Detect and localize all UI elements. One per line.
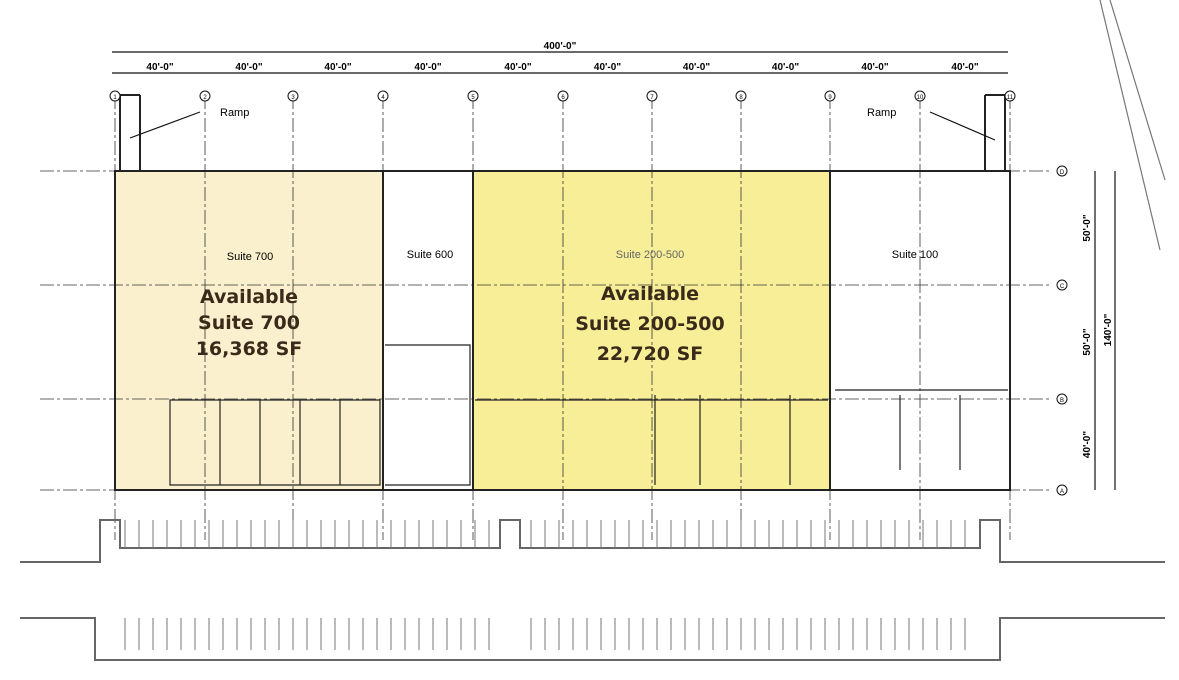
column-bubble-label: 6 [561,95,565,101]
row-bubble-label: B [1060,398,1064,404]
bay-dimension: 40'-0" [861,62,888,73]
suite-700-area[interactable] [115,171,383,490]
row-bubble-label: A [1060,489,1064,495]
column-bubble [646,90,658,102]
ramp-label-left: Ramp [220,107,249,119]
bay-dimension: 40'-0" [324,62,351,73]
column-bubble [199,90,211,102]
suite-700-title: Suite 700 [198,312,300,334]
suite-200-500-area-text: 22,720 SF [597,343,704,365]
bay-dimension: 40'-0" [594,62,621,73]
column-bubble [557,90,569,102]
overall-dimension: 400'-0" [544,41,577,52]
column-bubble [287,90,299,102]
suite-600-label[interactable]: Suite 600 [407,249,453,261]
row-bubble [1056,484,1068,496]
suite-700-status: Available [200,286,298,308]
column-bubble-label: 5 [471,95,475,101]
column-bubble-label: 1 [113,95,117,101]
column-bubble [824,90,836,102]
ramp-label-right: Ramp [867,107,896,119]
column-bubble-label: 2 [203,95,207,101]
column-bubble-label: 8 [739,95,743,101]
column-bubble [467,90,479,102]
suite-200-500-label[interactable]: Suite 200-500 [616,249,685,261]
row-dimension: 40'-0" [1082,431,1093,458]
column-bubble-label: 9 [828,95,832,101]
suite-700-label[interactable]: Suite 700 [227,251,273,263]
row-bubble [1056,393,1068,405]
column-bubble [914,90,926,102]
suite-700-area-text: 16,368 SF [196,338,303,360]
bay-dimension: 40'-0" [235,62,262,73]
bay-dimension: 40'-0" [146,62,173,73]
bay-dimension: 40'-0" [504,62,531,73]
row-bubble [1056,279,1068,291]
row-bubble [1056,165,1068,177]
suite-100-label[interactable]: Suite 100 [892,249,938,261]
column-bubble [377,90,389,102]
column-bubble-label: 7 [650,95,654,101]
suite-200-500-status: Available [601,283,699,305]
suite-200-500-area[interactable] [473,171,830,490]
column-bubble [1004,90,1016,102]
column-bubble [109,90,121,102]
row-dimension: 50'-0" [1082,328,1093,355]
row-bubble-label: D [1060,170,1065,176]
column-bubble-label: 3 [291,95,295,101]
row-dimension: 50'-0" [1082,214,1093,241]
overall-depth-dimension: 140'-0" [1103,313,1114,346]
bay-dimension: 40'-0" [414,62,441,73]
column-bubble [735,90,747,102]
bay-dimension: 40'-0" [683,62,710,73]
suite-200-500-title: Suite 200-500 [575,313,725,335]
column-bubble-label: 4 [381,95,385,101]
column-bubble-label: 10 [917,95,924,101]
bay-dimension: 40'-0" [951,62,978,73]
row-bubble-label: C [1060,284,1065,290]
bay-dimension: 40'-0" [772,62,799,73]
column-bubble-label: 11 [1007,95,1014,101]
